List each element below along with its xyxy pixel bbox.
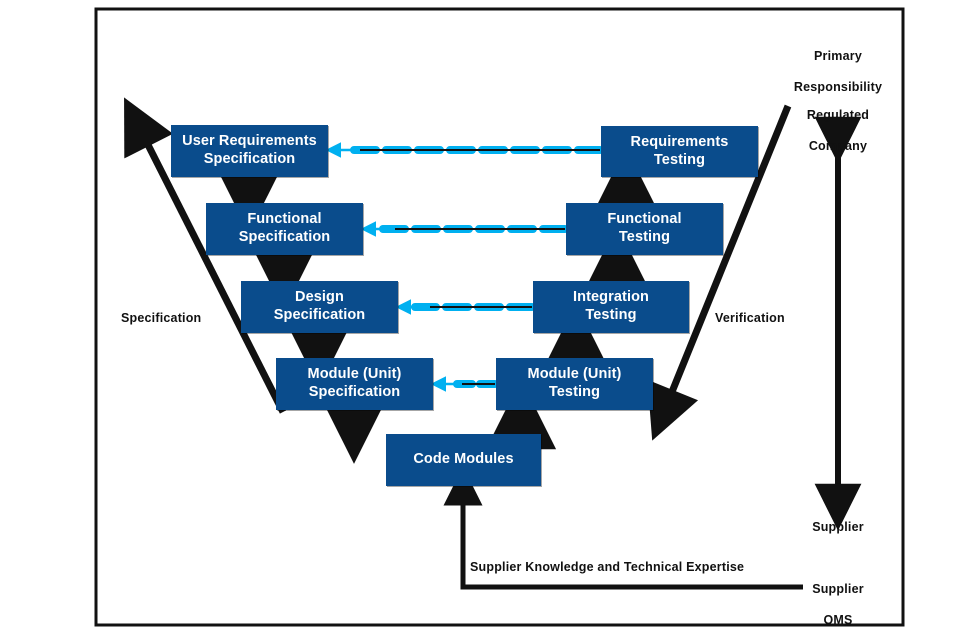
diagram-frame	[94, 7, 905, 627]
node-integration-testing[interactable]: Integration Testing	[533, 281, 689, 333]
specification-axis-arrow	[124, 97, 287, 414]
label-supplier-qms: Supplier QMS	[783, 566, 893, 629]
label-regulated-company: Regulated Company	[783, 92, 893, 155]
node-code-modules[interactable]: Code Modules	[386, 434, 541, 486]
node-label-line1: Design	[295, 289, 344, 306]
supplier-qms-line2: QMS	[823, 612, 853, 627]
flow-arrows-right	[485, 147, 662, 450]
primary-responsibility-line1: Primary	[814, 48, 862, 63]
node-label-line1: Module (Unit)	[527, 366, 622, 383]
node-label-line1: User Requirements	[182, 133, 317, 150]
supplier-qms-line1: Supplier	[812, 581, 864, 596]
node-functional-specification[interactable]: Functional Specification	[206, 203, 363, 255]
node-label-line2: Testing	[548, 384, 601, 400]
label-verification-axis: Verification	[715, 311, 785, 325]
node-label-line1: Functional	[607, 211, 682, 228]
node-label-line1: Integration	[572, 289, 649, 306]
node-module-unit-specification[interactable]: Module (Unit) Specification	[276, 358, 433, 410]
node-user-requirements-specification[interactable]: User Requirements Specification	[171, 125, 328, 177]
regulated-company-line2: Company	[808, 138, 868, 153]
supplier-knowledge-arrow	[443, 466, 803, 590]
label-specification-axis: Specification	[121, 311, 202, 325]
node-design-specification[interactable]: Design Specification	[241, 281, 398, 333]
traceability-links	[325, 142, 604, 392]
label-supplier-knowledge: Supplier Knowledge and Technical Experti…	[470, 560, 745, 574]
node-label-line1: Module (Unit)	[307, 366, 402, 383]
node-label-line2: Testing	[618, 229, 671, 245]
label-supplier: Supplier	[812, 520, 864, 534]
node-label-line1: Requirements	[630, 133, 729, 150]
verification-axis-arrow	[647, 104, 792, 441]
flow-arrows-left	[213, 162, 390, 464]
node-label-line2: Testing	[585, 307, 637, 323]
node-label-line1: Functional	[247, 211, 322, 228]
primary-responsibility-line2: Responsibility	[793, 79, 883, 94]
v-axis-arrows	[124, 97, 792, 441]
node-module-unit-testing[interactable]: Module (Unit) Testing	[496, 358, 653, 410]
node-label-line2: Specification	[238, 229, 331, 245]
node-label-line2: Specification	[308, 384, 401, 400]
node-requirements-testing[interactable]: Requirements Testing	[601, 126, 758, 177]
node-label-line1: Code Modules	[413, 451, 514, 468]
node-label-line2: Testing	[653, 151, 706, 168]
label-primary-responsibility: Primary Responsibility	[783, 33, 893, 96]
node-label-line2: Specification	[273, 307, 366, 323]
node-functional-testing[interactable]: Functional Testing	[566, 203, 723, 255]
node-label-line2: Specification	[203, 151, 296, 167]
regulated-company-line1: Regulated	[806, 107, 870, 122]
